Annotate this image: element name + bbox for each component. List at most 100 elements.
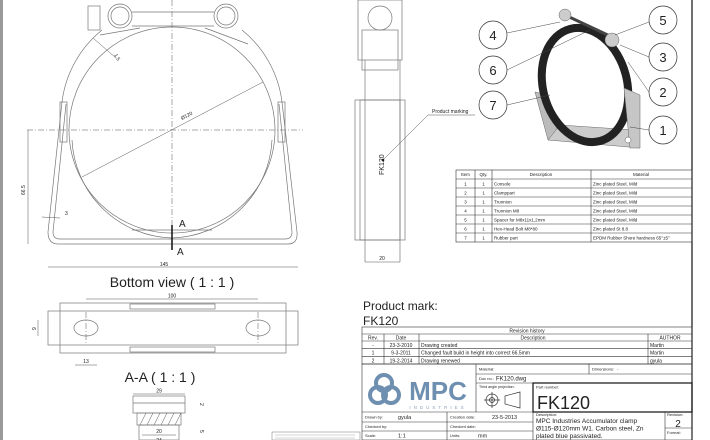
- section-top-width: 29: [156, 389, 162, 395]
- parts-table-cell: Trunnion: [494, 200, 512, 205]
- parts-table-cell: 1: [482, 200, 485, 205]
- left-page-edge: [0, 0, 3, 440]
- section-mark-a-bottom: A: [177, 247, 184, 258]
- product-mark-label: Product mark:: [363, 299, 438, 313]
- parts-table-cell: EPDM Rubber Shore hardness 65°±5°: [593, 236, 670, 241]
- hole-height-dimension: 9: [32, 327, 38, 330]
- parts-table-cell: Zinc plated Steel, Mild: [593, 209, 638, 214]
- balloon-number: 7: [489, 98, 496, 113]
- parts-table-cell: Zinc plated Steel, Mild: [593, 182, 638, 187]
- part-number-value: FK120: [537, 393, 590, 413]
- scale-label: Scale:: [365, 433, 376, 438]
- revision-label: Revision:: [667, 412, 683, 417]
- description-line-1: MPC Industries Accumulator clamp: [536, 418, 638, 425]
- revision-table-cell: Drawing created: [421, 343, 458, 349]
- balloon-number: 2: [659, 85, 666, 100]
- side-view: Product marking FK120 20: [354, 0, 475, 263]
- parts-table-cell: 5: [464, 218, 467, 223]
- scale-value: 1:1: [398, 434, 406, 440]
- dimensions-label: Dimensions:: [592, 367, 614, 372]
- revision-table-cell: Martin: [650, 343, 664, 349]
- part-number-label: Part number:: [536, 385, 559, 390]
- product-marking-text: FK120: [379, 154, 386, 175]
- product-mark-value: FK120: [363, 314, 399, 328]
- revision-table-cell: 9-3-2011: [391, 351, 411, 357]
- hole-spacing-dimension: 100: [168, 294, 177, 300]
- projection-label: Third angle projection:: [479, 385, 515, 389]
- balloon-circle: [478, 90, 508, 120]
- checked-date-label: Checked date:: [450, 424, 476, 429]
- parts-table-cell: Zinc plated St 8.8: [593, 227, 629, 232]
- front-view: 1.5 Ø120 66.5 3 145 A A Bottom view ( 1 …: [21, 0, 303, 290]
- parts-table-cell: 1: [482, 182, 485, 187]
- mpc-logo: MPC INDUSTRIES: [368, 373, 467, 410]
- balloon-circle: [478, 55, 508, 85]
- format-label: Format:: [667, 430, 681, 435]
- units-label: Units:: [450, 433, 460, 438]
- revision-table-cell: 1: [372, 351, 375, 357]
- revision-table-cell: Changed fault build in height into corre…: [421, 351, 530, 357]
- section-caption: A-A ( 1 : 1 ): [125, 369, 196, 385]
- balloon-number: 3: [659, 50, 666, 65]
- parts-table-cell: Hex-Head Bolt M8*80: [494, 227, 538, 232]
- dimensions-value: -: [617, 367, 619, 372]
- doc-no-value: FK120.dwg: [496, 377, 526, 383]
- drawn-by-label: Drawn by:: [365, 415, 383, 420]
- parts-table-cell: 1: [482, 227, 485, 232]
- diameter-dimension: Ø120: [180, 111, 194, 122]
- bottom-view: 100 9 13: [32, 294, 299, 366]
- diameter-dimension-line: [81, 81, 264, 178]
- parts-table-cell: Rubber part: [494, 236, 519, 241]
- logo-subtext: INDUSTRIES: [409, 405, 466, 410]
- side-width-dimension: 20: [379, 256, 385, 262]
- creation-date-label: Creation date:: [450, 415, 475, 420]
- revision-history-table: Revision history Rev. Date Description A…: [361, 326, 693, 364]
- legal-notice-text: [275, 434, 355, 439]
- section-mark-a-top: A: [179, 219, 186, 230]
- front-view-caption: Bottom view ( 1 : 1 ): [110, 274, 234, 290]
- revision-history-title: Revision history: [509, 329, 545, 335]
- description-header: Description: [520, 336, 545, 342]
- parts-table-cell: 3: [464, 200, 467, 205]
- balloon-circle: [648, 42, 678, 72]
- parts-table-cell: 4: [464, 209, 467, 214]
- balloon-number: 1: [659, 123, 666, 138]
- description-line-3: plated blue passivated.: [536, 433, 603, 440]
- hole-width-dimension: 13: [83, 359, 89, 365]
- parts-table-cell: 7: [464, 236, 467, 241]
- parts-table-cell: Console: [494, 182, 511, 187]
- title-block: MPC INDUSTRIES Material: Dimensions: - D…: [361, 363, 693, 440]
- parts-table-cell: Spacer for M8x11x1,2mm: [494, 218, 545, 223]
- section-view: A-A ( 1 : 1 ) 29 20 24 2 5: [125, 369, 204, 440]
- balloon-number: 5: [659, 13, 666, 28]
- revision-table-cell: 2: [372, 358, 375, 364]
- revision-table-cell: 23-3-2010: [390, 343, 413, 349]
- parts-table-cell: 1: [482, 191, 485, 196]
- product-marking-label: Product marking: [432, 109, 469, 115]
- parts-header: Item: [461, 172, 470, 177]
- parts-table-cell: Zinc plated Steel, Mild: [593, 191, 638, 196]
- description-label: Description:: [536, 412, 557, 417]
- revision-table-cell: Martin: [650, 351, 664, 357]
- parts-table-cell: Trunnion M8: [494, 209, 520, 214]
- parts-table-cell: Clamppart: [494, 191, 516, 196]
- balloon-circle: [648, 5, 678, 35]
- isometric-view: [506, 8, 650, 149]
- section-mid-width: 20: [156, 429, 162, 435]
- wall-dimension: 3: [65, 211, 68, 217]
- balloon-circle: [648, 77, 678, 107]
- description-line-2: Ø115-Ø120mm W1. Carbon steel, Zn: [536, 426, 644, 433]
- creation-date-value: 23-5-2013: [492, 415, 517, 421]
- drawn-by-value: gyula: [398, 415, 412, 421]
- legal-notice-box: [271, 431, 361, 440]
- parts-table-cell: Zinc plated Steel, Mild: [593, 218, 638, 223]
- revision-table-cell: Drawing renewed: [421, 358, 460, 364]
- parts-header: Material: [633, 172, 649, 177]
- balloon-number: 6: [489, 63, 496, 78]
- doc-no-label: Doc no.:: [479, 376, 494, 381]
- revision-value: 2: [675, 419, 681, 430]
- checked-by-label: Checked by:: [365, 424, 387, 429]
- parts-table-cell: 1: [482, 209, 485, 214]
